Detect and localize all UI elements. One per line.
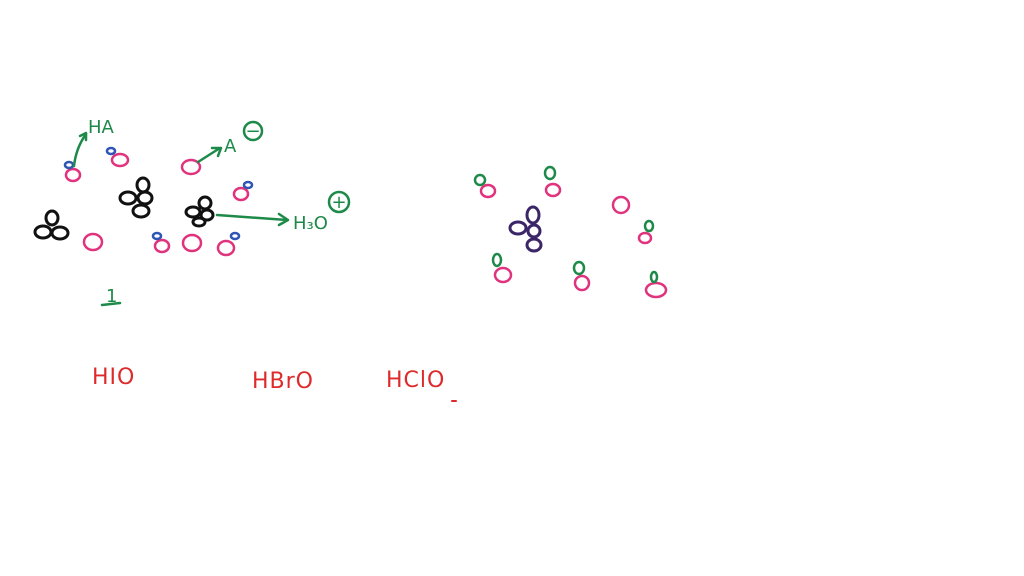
plus-circle-icon (327, 190, 351, 214)
acid-molecule-weak (543, 165, 562, 198)
label-plus-sign: + (331, 192, 346, 213)
arrow-to-ha (72, 132, 88, 168)
arrow-to-h3o (215, 212, 290, 227)
acid-molecule (216, 231, 241, 257)
right-particle-diagram (473, 165, 668, 299)
hydronium-cluster-1 (33, 209, 70, 241)
arrow-to-a-minus (196, 146, 223, 164)
acid-molecule-weak (473, 173, 497, 199)
label-ha: HA (88, 117, 115, 138)
hydronium-cluster-3 (184, 195, 215, 228)
water-particle (181, 233, 203, 253)
acid-molecule-weak (572, 260, 591, 292)
formula-hbro: HBrO (252, 369, 314, 394)
number-underline (100, 301, 122, 307)
hydronium-cluster-2 (118, 176, 154, 219)
label-h3o: H₃O (293, 213, 328, 234)
water-particle (611, 195, 631, 215)
left-particle-diagram: HA A − H₃O + 1 (33, 117, 351, 307)
formula-hclo: HClO (386, 368, 445, 393)
label-a-minus: A (224, 136, 237, 157)
minus-circle-icon (242, 120, 264, 142)
acid-molecule (151, 231, 171, 254)
acid-formulas: HIO HBrO HClO (92, 365, 457, 402)
label-number: 1 (106, 286, 117, 307)
anion-particle (180, 158, 202, 176)
acid-molecule-weak (644, 270, 668, 299)
acid-molecule (105, 146, 130, 168)
label-minus-sign: − (245, 121, 260, 142)
formula-hio: HIO (92, 365, 135, 390)
acid-molecule-weak (491, 252, 513, 284)
hydronium-cluster-purple (508, 205, 543, 253)
acid-molecule (63, 160, 82, 183)
arrow-head (78, 131, 88, 142)
acid-molecule (232, 180, 254, 202)
acid-molecule-weak (637, 219, 655, 245)
water-particle (82, 232, 104, 252)
